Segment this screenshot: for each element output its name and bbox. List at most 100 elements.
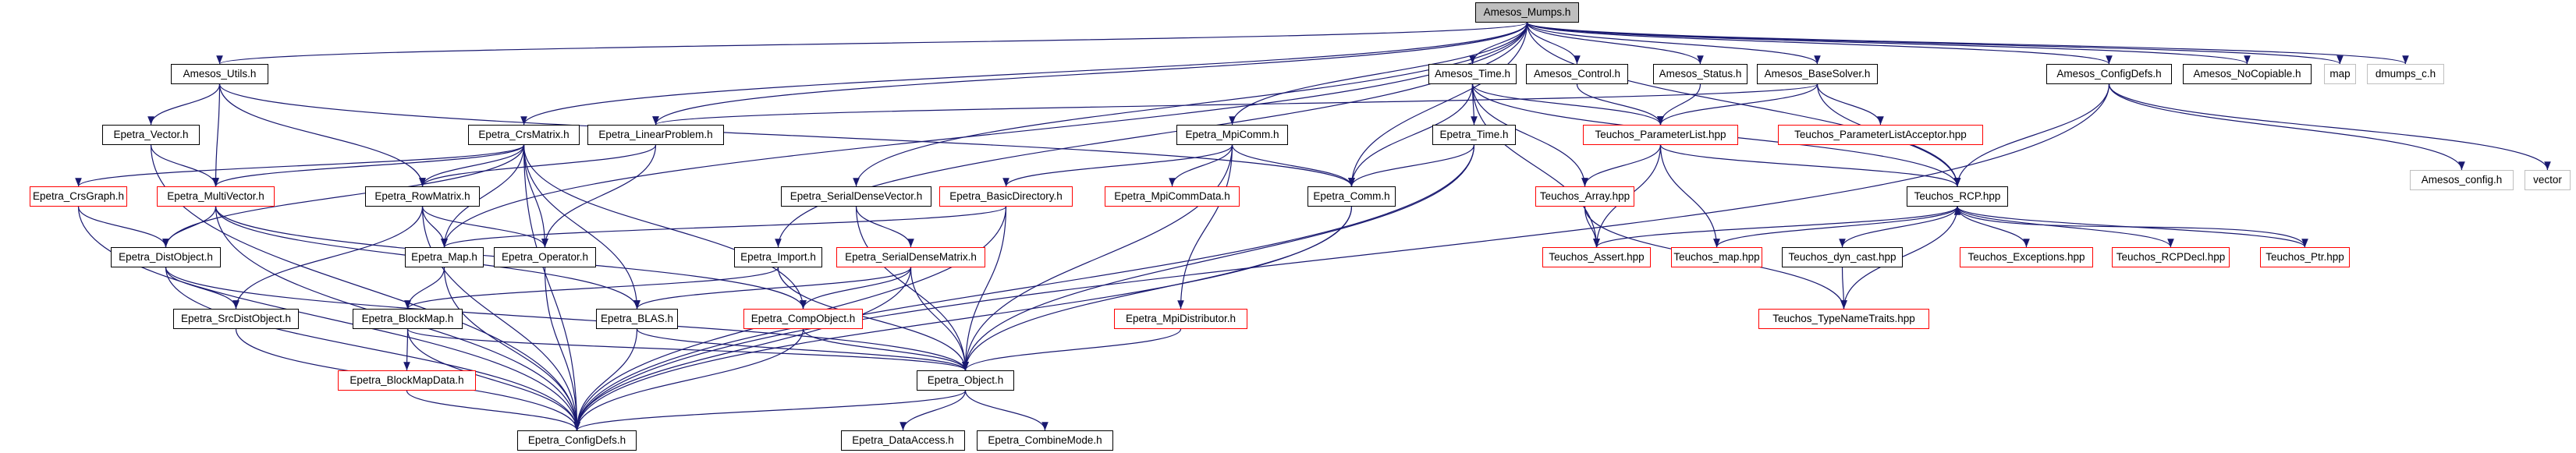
edge-epetra-operator-to-epetra-configdefs: [544, 267, 580, 431]
edge-root-to-amesos-noncopiable: [1526, 22, 2251, 65]
node-epetra-blockmap[interactable]: Epetra_BlockMap.h: [353, 309, 463, 329]
node-vector[interactable]: vector: [2525, 170, 2571, 190]
node-epetra-linearproblem[interactable]: Epetra_LinearProblem.h: [587, 125, 724, 145]
node-amesos-nocopiable[interactable]: Amesos_NoCopiable.h: [2183, 64, 2312, 84]
edge-epetra-map-to-epetra-blockmap: [404, 267, 445, 310]
node-epetra-time[interactable]: Epetra_Time.h: [1432, 125, 1516, 145]
node-epetra-mpidistributor[interactable]: Epetra_MpiDistributor.h: [1114, 309, 1247, 329]
node-epetra-crsmatrix[interactable]: Epetra_CrsMatrix.h: [468, 125, 580, 145]
edge-amesos-configdefs-to-teuchos-rcp: [1953, 83, 2110, 187]
edge-teuchos-dyn-cast-to-teuchos-typenametraits: [1840, 267, 1847, 310]
edge-amesos-configdefs-to-epetra-configdefs: [573, 83, 2110, 431]
node-teuchos-map[interactable]: Teuchos_map.hpp: [1671, 247, 1762, 267]
edge-amesos-control-to-teuchos-parameterlist: [1576, 83, 1664, 126]
node-epetra-srcdistobject[interactable]: Epetra_SrcDistObject.h: [173, 309, 299, 329]
node-amesos-utils[interactable]: Amesos_Utils.h: [171, 64, 268, 84]
edge-epetra-serialdensevector-to-epetra-serialdensematrix: [855, 206, 914, 248]
node-amesos-configdefs[interactable]: Amesos_ConfigDefs.h: [2046, 64, 2172, 84]
edge-teuchos-rcp-to-teuchos-assert: [1593, 206, 1958, 248]
node-epetra-rowmatrix[interactable]: Epetra_RowMatrix.h: [365, 186, 480, 207]
node-epetra-combinemode[interactable]: Epetra_CombineMode.h: [977, 430, 1113, 451]
edge-amesos-time-to-teuchos-array: [1471, 83, 1588, 187]
node-amesos-config[interactable]: Amesos_config.h: [2410, 170, 2514, 190]
node-epetra-dataaccess[interactable]: Epetra_DataAccess.h: [841, 430, 965, 451]
edge-epetra-crsmatrix-to-epetra-operator: [523, 144, 548, 248]
edge-epetra-time-to-epetra-configdefs: [573, 144, 1475, 431]
node-epetra-object[interactable]: Epetra_Object.h: [917, 370, 1014, 391]
edge-epetra-serialdensematrix-to-epetra-object: [910, 267, 969, 371]
edge-root-to-amesos-control: [1526, 22, 1581, 65]
edge-epetra-rowmatrix-to-epetra-operator: [421, 206, 548, 248]
node-epetra-multivector[interactable]: Epetra_MultiVector.h: [157, 186, 275, 207]
node-epetra-operator[interactable]: Epetra_Operator.h: [494, 247, 596, 267]
edge-teuchos-parameterlist-to-teuchos-array: [1581, 144, 1662, 187]
edge-epetra-mpicomm-to-epetra-comm: [1231, 144, 1355, 187]
node-teuchos-exceptions[interactable]: Teuchos_Exceptions.hpp: [1960, 247, 2093, 267]
node-epetra-serialdensematrix[interactable]: Epetra_SerialDenseMatrix.h: [836, 247, 985, 267]
edge-epetra-crsmatrix-to-epetra-distobject: [162, 144, 525, 248]
node-epetra-blockmapdata[interactable]: Epetra_BlockMapData.h: [338, 370, 476, 391]
edge-amesos-utils-to-epetra-vector: [147, 83, 221, 126]
edge-amesos-basesolver-to-teuchos-parameterlist: [1657, 83, 1818, 126]
node-amesos-mumps[interactable]: Amesos_Mumps.h: [1475, 2, 1579, 23]
node-teuchos-parameterlistacceptor[interactable]: Teuchos_ParameterListAcceptor.hpp: [1778, 125, 1983, 145]
node-epetra-compobject[interactable]: Epetra_CompObject.h: [743, 309, 863, 329]
node-teuchos-typenametraits[interactable]: Teuchos_TypeNameTraits.hpp: [1758, 309, 1929, 329]
node-teuchos-assert[interactable]: Teuchos_Assert.hpp: [1542, 247, 1651, 267]
node-epetra-basicdirectory[interactable]: Epetra_BasicDirectory.h: [939, 186, 1073, 207]
node-teuchos-rcp[interactable]: Teuchos_RCP.hpp: [1907, 186, 2008, 207]
edge-root-to-epetra-comm: [1348, 22, 1528, 187]
edge-epetra-distobject-to-epetra-configdefs: [165, 267, 580, 431]
node-epetra-vector[interactable]: Epetra_Vector.h: [102, 125, 200, 145]
node-teuchos-ptr[interactable]: Teuchos_Ptr.hpp: [2260, 247, 2350, 267]
node-amesos-status[interactable]: Amesos_Status.h: [1653, 64, 1747, 84]
node-teuchos-array[interactable]: Teuchos_Array.hpp: [1535, 186, 1634, 207]
node-dmumps-c[interactable]: dmumps_c.h: [2367, 64, 2444, 84]
node-map[interactable]: map: [2324, 64, 2356, 84]
edge-teuchos-rcp-to-teuchos-map: [1713, 206, 1958, 248]
edge-amesos-basesolver-to-epetra-linearproblem: [652, 83, 1818, 126]
node-epetra-map[interactable]: Epetra_Map.h: [405, 247, 484, 267]
node-amesos-basesolver[interactable]: Amesos_BaseSolver.h: [1757, 64, 1878, 84]
edge-amesos-configdefs-to-amesos-config: [2108, 83, 2465, 171]
edge-epetra-crsgraph-to-epetra-configdefs: [77, 206, 580, 431]
edge-epetra-serialdensematrix-to-epetra-blas: [633, 267, 912, 310]
edge-epetra-multivector-to-epetra-distobject: [162, 206, 217, 248]
edge-epetra-compobject-to-epetra-configdefs: [573, 328, 804, 431]
edge-epetra-rowmatrix-to-epetra-srcdistobject: [232, 206, 424, 310]
node-teuchos-rcpdecl[interactable]: Teuchos_RCPDecl.hpp: [2112, 247, 2230, 267]
edge-epetra-blas-to-epetra-object: [636, 328, 969, 371]
edge-epetra-import-to-epetra-object: [777, 267, 969, 371]
node-epetra-distobject[interactable]: Epetra_DistObject.h: [111, 247, 221, 267]
edge-epetra-crsmatrix-to-epetra-rowmatrix: [419, 144, 525, 187]
edge-root-to-amesos-status: [1526, 22, 1704, 65]
edge-epetra-blockmap-to-epetra-configdefs: [406, 328, 580, 431]
edge-amesos-time-to-epetra-comm: [1348, 83, 1474, 187]
node-teuchos-parameterlist[interactable]: Teuchos_ParameterList.hpp: [1583, 125, 1738, 145]
edge-epetra-rowmatrix-to-epetra-map: [421, 206, 448, 248]
node-epetra-comm[interactable]: Epetra_Comm.h: [1308, 186, 1396, 207]
edge-root-to-amesos-basesolver: [1526, 22, 1821, 65]
node-epetra-import[interactable]: Epetra_Import.h: [734, 247, 822, 267]
node-epetra-mpicommdata[interactable]: Epetra_MpiCommData.h: [1105, 186, 1240, 207]
edge-root-to-epetra-import: [775, 22, 1528, 248]
edge-epetra-mpicomm-to-epetra-basicdirectory: [1002, 144, 1233, 187]
node-teuchos-dyn-cast[interactable]: Teuchos_dyn_cast.hpp: [1782, 247, 1903, 267]
edge-amesos-configdefs-to-vector-std: [2108, 83, 2551, 171]
node-epetra-configdefs[interactable]: Epetra_ConfigDefs.h: [517, 430, 637, 451]
node-amesos-control[interactable]: Amesos_Control.h: [1526, 64, 1628, 84]
node-epetra-serialdensevector[interactable]: Epetra_SerialDenseVector.h: [781, 186, 931, 207]
edge-epetra-object-to-epetra-combinemode: [964, 390, 1048, 431]
edge-epetra-import-to-epetra-blockmap: [404, 267, 779, 310]
edge-epetra-time-to-epetra-comm: [1348, 144, 1475, 187]
edge-epetra-rowmatrix-to-epetra-configdefs: [421, 206, 580, 431]
node-epetra-mpicomm[interactable]: Epetra_MpiComm.h: [1176, 125, 1288, 145]
node-epetra-crsgraph[interactable]: Epetra_CrsGraph.h: [30, 186, 127, 207]
node-epetra-blas[interactable]: Epetra_BLAS.h: [596, 309, 678, 329]
edge-amesos-utils-to-epetra-comm: [218, 83, 1355, 187]
edge-epetra-serialdensematrix-to-epetra-compobject: [800, 267, 912, 310]
edge-epetra-crsmatrix-to-epetra-compobject: [523, 144, 807, 310]
node-amesos-time[interactable]: Amesos_Time.h: [1428, 64, 1517, 84]
edge-teuchos-rcp-to-teuchos-rcpdecl: [1957, 206, 2174, 248]
